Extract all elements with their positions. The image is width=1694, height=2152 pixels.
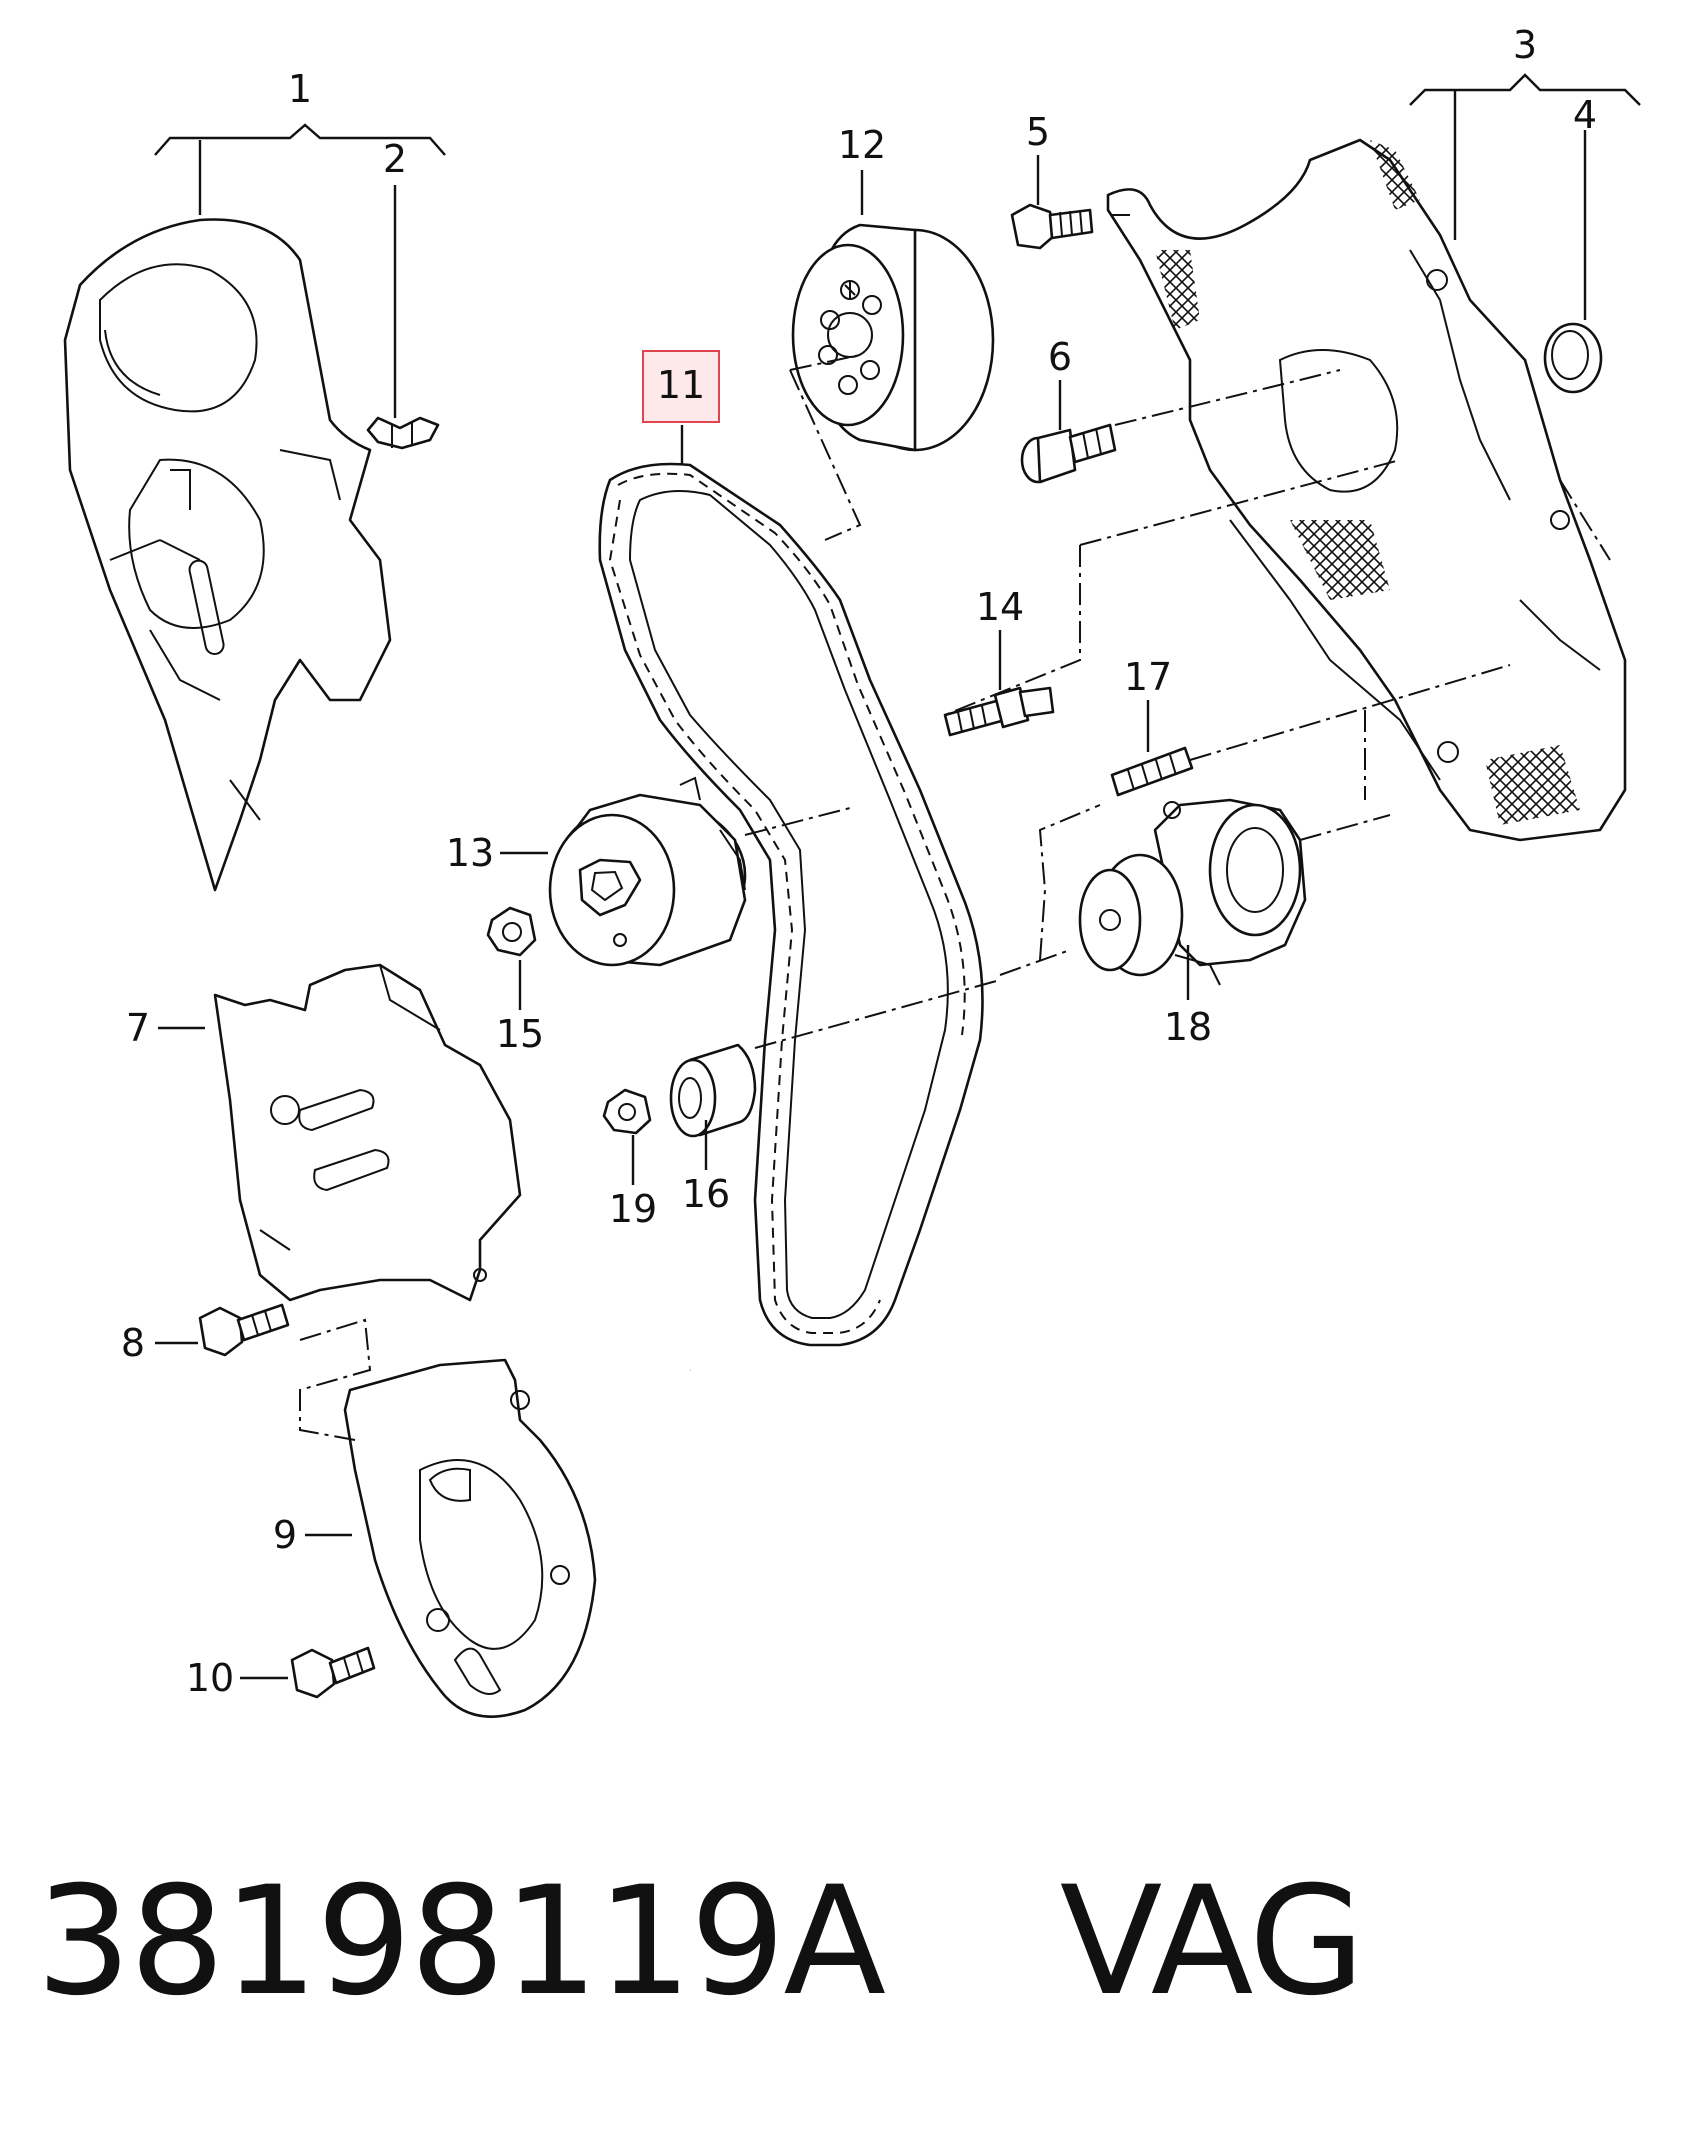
- water-pump: [1078, 798, 1307, 986]
- part-number-footer: 38198119A VAG: [36, 1855, 1365, 2029]
- stud-17: [1110, 746, 1194, 797]
- rear-timing-cover: [1106, 138, 1627, 842]
- label-19: 19: [609, 1187, 657, 1231]
- timing-belt: [598, 462, 984, 1347]
- upper-timing-cover: [63, 218, 392, 892]
- tensioner-roller: [548, 776, 747, 967]
- label-3: 3: [1513, 23, 1537, 67]
- middle-cover: [213, 963, 522, 1302]
- label-4: 4: [1573, 93, 1597, 137]
- bolt-6: [1020, 423, 1117, 484]
- label-15: 15: [496, 1012, 544, 1056]
- label-6: 6: [1048, 335, 1072, 379]
- label-18: 18: [1164, 1005, 1212, 1049]
- bolt-10: [290, 1646, 376, 1699]
- label-8: 8: [121, 1321, 145, 1365]
- label-7: 7: [126, 1006, 150, 1050]
- label-14: 14: [976, 585, 1024, 629]
- stud-14: [943, 686, 1055, 737]
- nut-19: [602, 1088, 652, 1135]
- highlight-box: [642, 350, 720, 423]
- camshaft-sprocket: [791, 223, 995, 452]
- alignment-lines: [299, 214, 1611, 1441]
- label-2: 2: [383, 137, 407, 181]
- part-number: 38198119A: [36, 1855, 886, 2029]
- sealing-plug: [1543, 322, 1603, 394]
- label-1: 1: [288, 67, 312, 111]
- bolt-8: [198, 1303, 290, 1357]
- label-12: 12: [838, 123, 886, 167]
- label-16: 16: [682, 1172, 730, 1216]
- callout-leaders: [154, 73, 1641, 1680]
- label-17: 17: [1124, 655, 1172, 699]
- label-10: 10: [186, 1656, 234, 1700]
- idler-roller: [669, 1043, 757, 1138]
- label-5: 5: [1026, 110, 1050, 154]
- callout-labels: 1 2 3 4 5 6 12 11 14 17 13 15 18 16 19 7…: [121, 23, 1597, 1700]
- label-13: 13: [446, 831, 494, 875]
- label-11: 11: [657, 363, 705, 407]
- bolt-5: [1010, 203, 1094, 250]
- vendor-name: VAG: [1059, 1855, 1365, 2029]
- nut-15: [486, 906, 537, 957]
- lower-cover: [343, 1358, 597, 1718]
- label-9: 9: [273, 1513, 297, 1557]
- clip-part: [366, 416, 440, 450]
